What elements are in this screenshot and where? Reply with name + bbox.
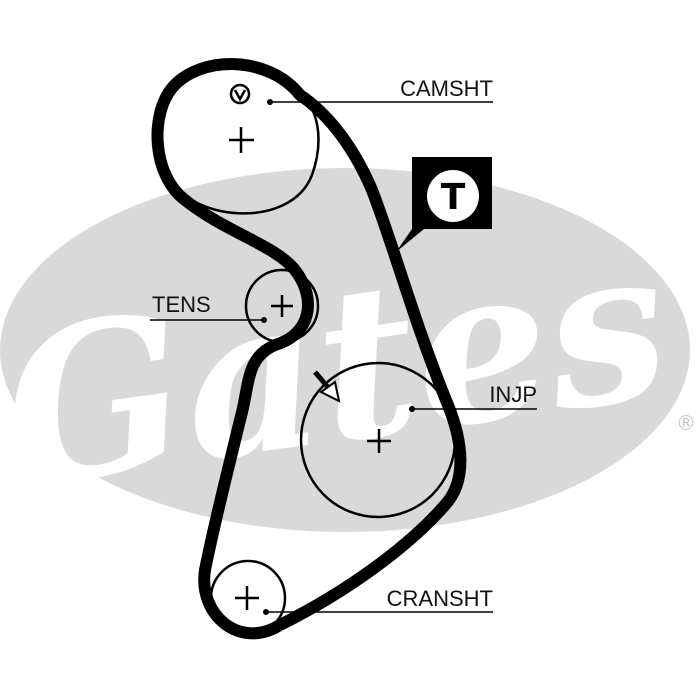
injection-pump-label: INJP [489,382,537,407]
injection-pump-label-dot [409,406,415,412]
camshaft-label-dot [267,99,273,105]
crankshaft-pulley-outline [209,559,287,637]
gates-watermark-logo: Gates ® [0,168,696,535]
crankshaft-pulley: CRANSHT [209,559,493,637]
tension-badge-circle [427,170,479,222]
tensioner-pulley: TENS [150,268,320,344]
watermark-ellipse [0,168,690,532]
registered-mark: ® [676,411,696,435]
rotation-arrow-icon [313,370,341,403]
tensioner-label: TENS [152,292,211,317]
camshaft-pulley: CAMSHT [168,70,493,215]
camshaft-label: CAMSHT [400,76,493,101]
tensioner-label-dot [261,317,267,323]
tensioner-pulley-outline [244,268,320,344]
crankshaft-label: CRANSHT [387,586,493,611]
timing-belt [151,58,467,640]
tension-point-badge: T [396,157,492,252]
camshaft-pulley-outline [168,70,320,215]
tension-badge-letter: T [441,177,466,218]
timing-mark-icon [229,83,251,105]
injection-pump-pulley: INJP [299,361,537,519]
injection-pump-pulley-outline [299,361,457,519]
crankshaft-label-dot [263,609,269,615]
